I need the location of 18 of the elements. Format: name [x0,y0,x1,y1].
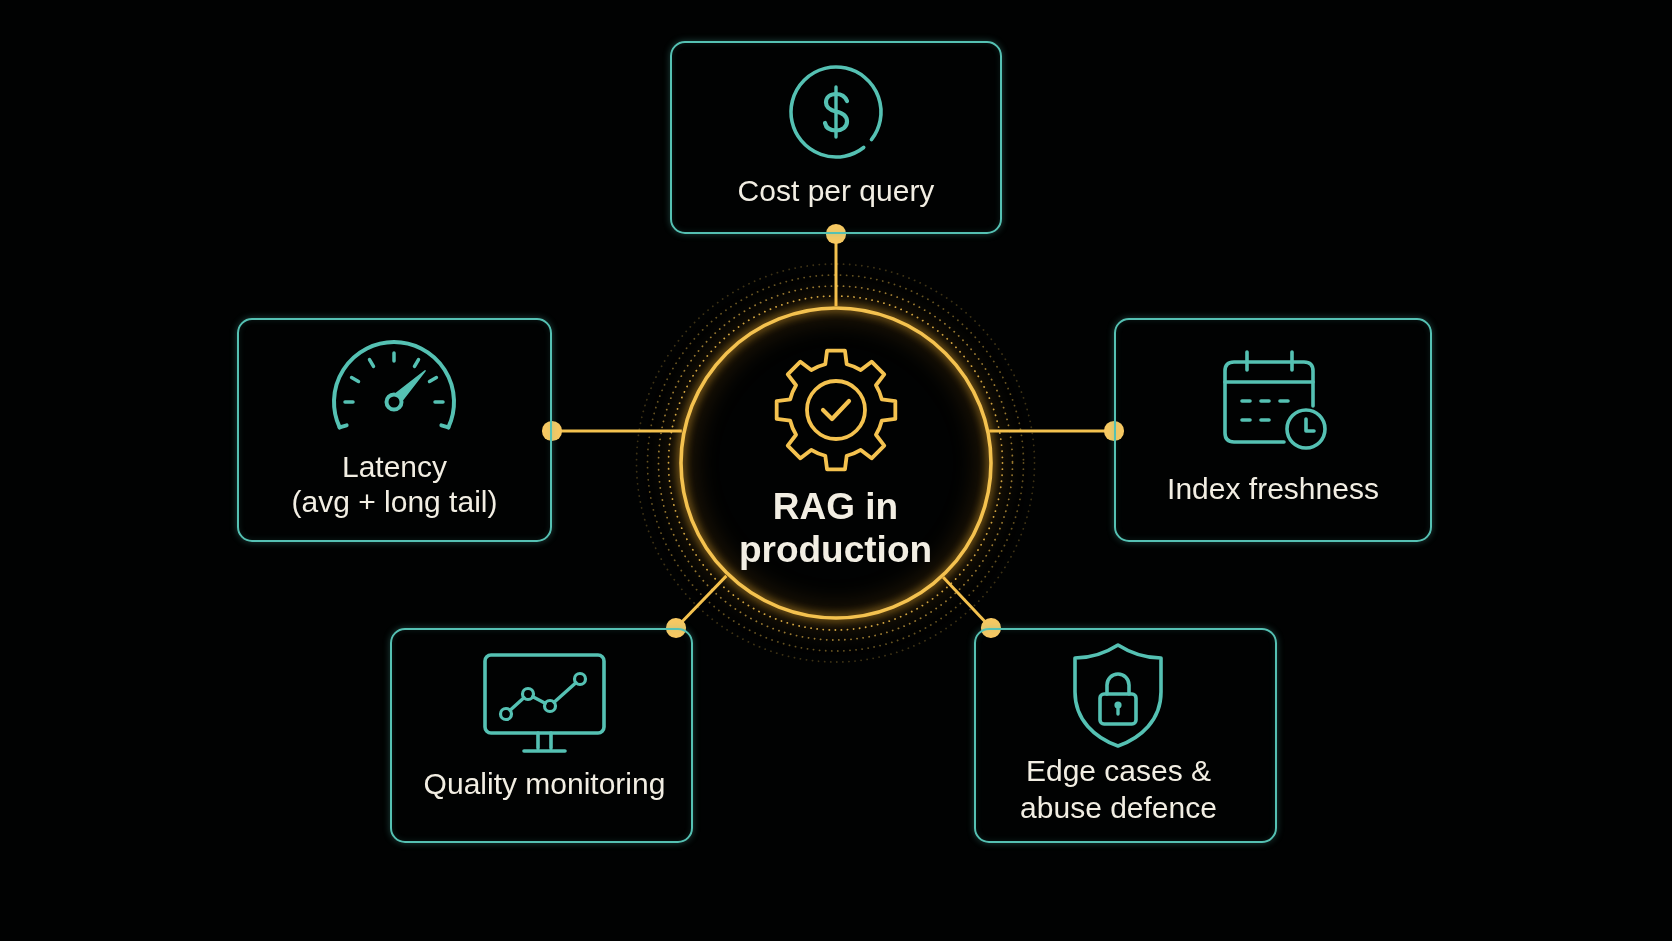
card-label: Quality monitoring [423,765,666,802]
metric-card [390,628,693,843]
hub-title: RAG in production [737,485,934,571]
metric-card [1114,318,1432,542]
hub-circle [678,306,993,620]
connector-line [665,574,728,639]
metric-card [974,628,1277,843]
card-label: Index freshness [1167,470,1379,507]
connector-line [541,420,682,442]
connector-line [989,420,1125,442]
connector-line [942,576,1002,639]
card-label: Edge cases & abuse defence [1019,752,1218,826]
metric-card [670,41,1002,234]
card-label: (avg + long tail) [291,483,498,519]
connector-line [825,223,847,306]
metric-card [237,318,552,542]
card-label: Latency [341,448,448,484]
card-label: Cost per query [737,172,935,209]
